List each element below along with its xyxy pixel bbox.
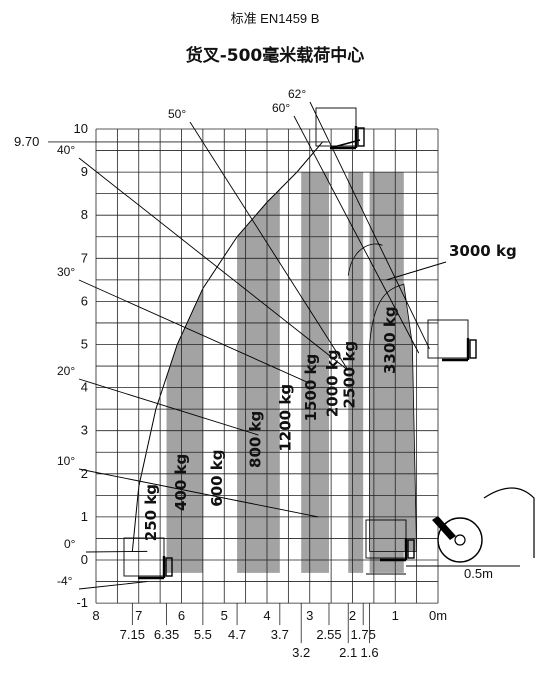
load-zone-label: 3000 kg — [449, 242, 517, 260]
arm-icon — [432, 516, 456, 540]
load-zone-label: 3300 kg — [381, 306, 399, 374]
boom-angle-label: 50° — [168, 107, 186, 121]
x-tick-label: 8 — [92, 608, 99, 623]
envelope-outline — [131, 141, 327, 552]
chart-caption: 标准 EN1459 B — [231, 11, 320, 26]
labels: -1 0 1 2 3 4 5 6 7 8 9 10 8 7 6 5 4 3 2 1 0m 7.15 6.35 5.5 4.7 3.… — [14, 87, 520, 660]
x-tick-label: 5 — [221, 608, 228, 623]
load-zone-label: 2500 kg — [341, 341, 359, 409]
fork — [442, 338, 470, 362]
x-tick-label-bottom: 7.15 — [120, 627, 145, 642]
chart-title: 货叉-500毫米载荷中心 — [186, 45, 365, 66]
cab-outline — [483, 487, 535, 558]
offset-label: 0.5m — [464, 566, 493, 581]
y-tick-label: -1 — [76, 595, 88, 610]
y-tick-label: 8 — [81, 207, 88, 222]
boom-lines — [78, 101, 447, 590]
load-zones — [131, 141, 418, 573]
load-zone-label: 600 kg — [208, 449, 226, 506]
boom-tip — [329, 139, 361, 149]
max-height-label: 9.70 — [14, 134, 39, 149]
boom-angle-label: 0° — [64, 537, 76, 551]
boom-angle-label: 30° — [57, 265, 75, 279]
boom-angle-line — [78, 468, 319, 518]
wheel-hub-icon — [454, 534, 466, 546]
fork-carriage — [165, 557, 173, 577]
y-tick-label: 1 — [81, 509, 88, 524]
fork-carriage — [357, 127, 365, 147]
y-tick-label: 2 — [81, 466, 88, 481]
load-zone-label: 800 kg — [247, 411, 265, 468]
x-tick-label-bottom: 4.7 — [228, 627, 246, 642]
load-box — [365, 519, 407, 559]
load-zone-label: 1200 kg — [277, 384, 295, 452]
boom-angle-label: 20° — [57, 364, 75, 378]
x-tick-label-bottom: 6.35 — [154, 627, 179, 642]
load-zone-label: 250 kg — [142, 484, 160, 541]
y-tick-label: 9 — [81, 164, 88, 179]
boom-angle-line — [309, 101, 430, 350]
load-callout-line — [386, 261, 447, 281]
zone-band — [301, 172, 329, 573]
x-tick-label-bottom: 1.75 — [351, 627, 376, 642]
grid — [95, 128, 439, 604]
zone-band — [237, 189, 280, 573]
zone-curve — [347, 243, 383, 276]
x-tick-label: 6 — [178, 608, 185, 623]
x-tick-label-bottom: 2.55 — [316, 627, 341, 642]
x-tick-label: 3 — [306, 608, 313, 623]
x-tick-label: 7 — [135, 608, 142, 623]
y-tick-label: 4 — [81, 380, 88, 395]
boom-angle-line — [189, 121, 349, 371]
boom-angle-label: 10° — [57, 454, 75, 468]
x-tick-label-bottom: 3.2 — [292, 645, 310, 660]
x-tick-label: 0m — [429, 608, 447, 623]
y-tick-label: 10 — [74, 121, 88, 136]
x-tick-label: 4 — [263, 608, 270, 623]
boom-angle-line — [78, 279, 310, 384]
boom-angle-line — [78, 378, 259, 436]
load-box — [123, 537, 165, 577]
boom-angle-line — [85, 550, 148, 553]
boom-angle-line — [78, 157, 349, 371]
equipment — [123, 107, 535, 580]
y-tick-label: 0 — [81, 552, 88, 567]
fork-carriage — [407, 539, 415, 559]
boom-angle-line — [78, 581, 148, 590]
x-tick-label-bottom: 2.1 — [339, 645, 357, 660]
load-zone-label: 2000 kg — [324, 349, 342, 417]
boom-angle-label: 60° — [272, 101, 290, 115]
y-tick-label: 6 — [81, 293, 88, 308]
y-tick-label: 7 — [81, 250, 88, 265]
x-tick-label-bottom: 1.6 — [361, 645, 379, 660]
y-tick-label: 3 — [81, 423, 88, 438]
wheel-icon — [437, 517, 483, 563]
load-zone-label: 400 kg — [172, 454, 190, 511]
fork-carriage — [469, 339, 477, 359]
x-tick-label-bottom: 5.5 — [194, 627, 212, 642]
x-tick-label-bottom: 3.7 — [271, 627, 289, 642]
y-tick-label: 5 — [81, 337, 88, 352]
boom-angle-label: 62° — [288, 87, 306, 101]
load-zone-label: 1500 kg — [302, 354, 320, 422]
boom-angle-line — [293, 115, 420, 354]
boom-angle-label: 40° — [57, 143, 75, 157]
x-tick-label: 2 — [349, 608, 356, 623]
x-tick-label: 1 — [392, 608, 399, 623]
boom-angle-label: -4° — [57, 574, 73, 588]
zone-band — [348, 172, 364, 573]
load-box — [427, 319, 469, 359]
